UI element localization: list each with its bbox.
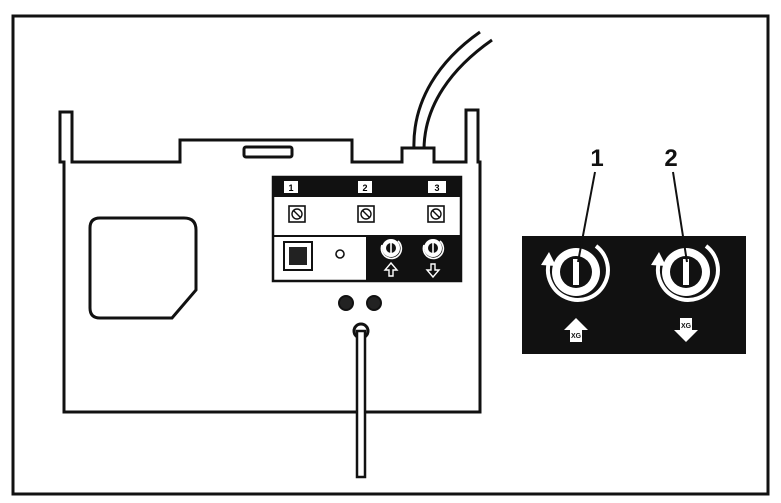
top-slot bbox=[242, 145, 294, 159]
panel-num-box-2 bbox=[358, 181, 372, 193]
control-panel: 1 2 3 bbox=[271, 175, 463, 283]
up-arrow-marking: XG bbox=[571, 333, 582, 340]
panel-number-3: 3 bbox=[434, 183, 439, 193]
up-arrow-icon bbox=[383, 261, 399, 277]
learn-button[interactable] bbox=[283, 241, 313, 271]
panel-num-box-3 bbox=[428, 181, 446, 193]
callout-label-2: 2 bbox=[664, 145, 677, 172]
power-cable bbox=[412, 30, 493, 151]
callout-label-1: 1 bbox=[590, 145, 603, 172]
leader-line-1 bbox=[577, 171, 596, 263]
dip-switch-2[interactable] bbox=[357, 205, 375, 223]
indicator-led bbox=[335, 249, 345, 259]
panel-number-1: 1 bbox=[288, 183, 293, 193]
up-adjust-screw[interactable] bbox=[541, 244, 610, 302]
detail-inset: XG XG bbox=[522, 236, 746, 354]
adjust-panel bbox=[366, 237, 461, 281]
callout-2: 2 bbox=[664, 145, 688, 263]
terminal-left bbox=[338, 295, 354, 311]
down-arrow-marker-icon: XG bbox=[674, 318, 698, 342]
terminal-right bbox=[366, 295, 382, 311]
dip-switch-3[interactable] bbox=[427, 205, 445, 223]
down-adjust-screw[interactable] bbox=[651, 244, 720, 302]
panel-number-2: 2 bbox=[362, 183, 367, 193]
dip-switch-1[interactable] bbox=[288, 205, 306, 223]
pull-rod bbox=[352, 322, 370, 479]
up-arrow-marker-icon: XG bbox=[564, 318, 588, 342]
callout-1: 1 bbox=[577, 145, 604, 263]
light-lens bbox=[88, 216, 198, 320]
panel-num-box-1 bbox=[284, 181, 298, 193]
down-arrow-marking: XG bbox=[681, 323, 692, 330]
down-force-screw[interactable] bbox=[422, 239, 445, 260]
up-force-screw[interactable] bbox=[380, 239, 403, 260]
leader-line-2 bbox=[672, 171, 688, 263]
down-arrow-icon bbox=[425, 263, 441, 279]
